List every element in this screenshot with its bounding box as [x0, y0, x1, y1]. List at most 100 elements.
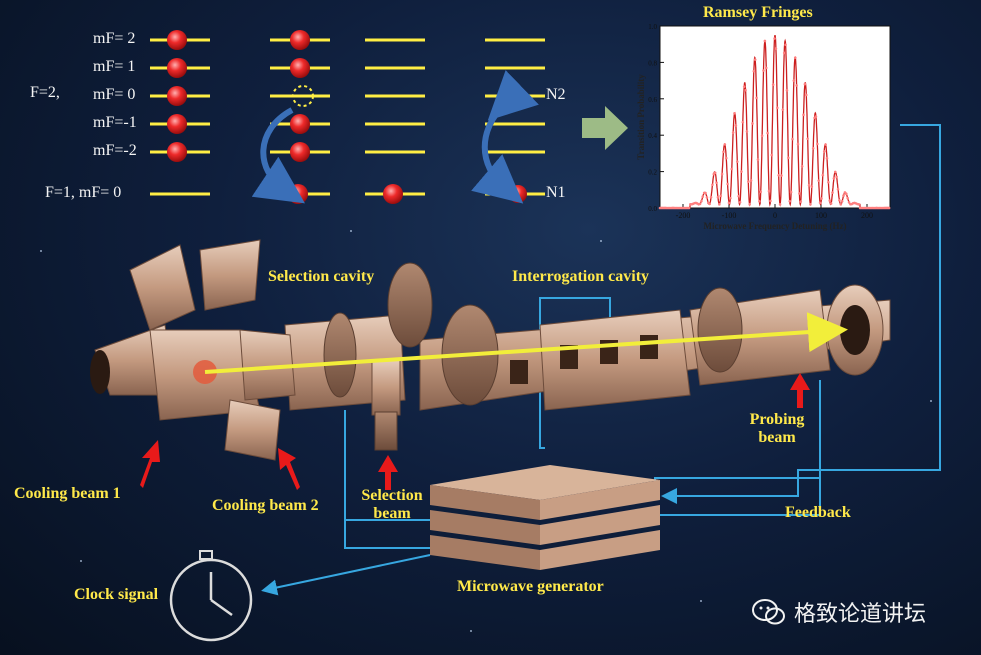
atom [167, 58, 187, 78]
data-point [790, 191, 793, 194]
data-point [765, 67, 768, 70]
data-point [788, 200, 791, 203]
data-point [769, 200, 772, 203]
data-point [717, 196, 720, 199]
data-point [799, 200, 802, 203]
data-point [732, 131, 735, 134]
atom [167, 30, 187, 50]
data-point [735, 124, 738, 127]
probing-beam-label: Probing beam [742, 411, 812, 447]
data-point [816, 143, 819, 146]
data-point [795, 84, 798, 87]
data-point [748, 203, 751, 206]
data-point [809, 203, 812, 206]
atom [167, 114, 187, 134]
column-3-levels [365, 40, 425, 204]
data-point [783, 52, 786, 55]
data-point [794, 56, 797, 59]
beam-arrows [140, 373, 810, 490]
atom [167, 86, 187, 106]
data-point [768, 190, 771, 193]
data-point [857, 203, 860, 206]
microwave-generator-box [430, 465, 660, 570]
data-point [757, 158, 760, 161]
column-4-levels [485, 40, 545, 203]
data-point [823, 150, 826, 153]
data-point [724, 143, 727, 146]
selection-beam-label: Selection beam [352, 487, 432, 523]
clock-signal-label: Clock signal [74, 586, 158, 604]
data-point [805, 94, 808, 97]
data-point [828, 199, 831, 202]
data-point [700, 200, 703, 203]
x-tick-label: 0 [773, 211, 777, 220]
y-tick-label: 0.6 [648, 96, 657, 104]
data-point [845, 193, 848, 196]
data-point [773, 37, 776, 40]
selection-cavity-label: Selection cavity [268, 268, 374, 286]
watermark: 格致论道讲坛 [752, 596, 926, 628]
transition-arrow [485, 104, 505, 188]
transition-arrow [263, 110, 292, 190]
arrow-right-icon [582, 106, 628, 150]
data-point [820, 197, 823, 200]
x-tick-label: -100 [722, 211, 737, 220]
data-point [791, 138, 794, 141]
data-point [802, 114, 805, 117]
data-point [737, 195, 740, 198]
data-point [776, 107, 779, 110]
data-point [726, 183, 729, 186]
column-1-levels [150, 30, 210, 194]
cooling-beam-2-label: Cooling beam 2 [212, 497, 319, 515]
x-tick-label: 100 [815, 211, 827, 220]
y-tick-label: 0.4 [648, 132, 657, 140]
star [470, 630, 472, 632]
data-point [812, 147, 815, 150]
data-point [706, 196, 709, 199]
data-point [743, 85, 746, 88]
data-point [762, 69, 765, 72]
data-point [837, 188, 840, 191]
plot-area [660, 26, 890, 208]
feedback-label: Feedback [785, 504, 851, 522]
y-tick-label: 0.2 [648, 169, 657, 177]
data-point [688, 207, 691, 210]
data-point [742, 121, 745, 124]
data-point [817, 179, 820, 182]
data-point [786, 89, 789, 92]
data-point [721, 173, 724, 176]
x-axis-label: Microwave Frequency Detuning (Hz) [704, 221, 847, 231]
data-point [793, 79, 796, 82]
data-point [839, 203, 842, 206]
data-point [842, 194, 845, 197]
data-point [808, 184, 811, 187]
y-axis-label: Transition Probability [636, 74, 646, 160]
data-point [779, 203, 782, 206]
data-point [699, 203, 702, 206]
data-point [733, 112, 736, 115]
data-point [715, 181, 718, 184]
data-point [730, 168, 733, 171]
data-point [824, 143, 827, 146]
column-2-levels [263, 30, 330, 204]
chart-title: Ramsey Fringes [703, 4, 813, 22]
data-point [754, 58, 757, 61]
data-point [826, 157, 829, 160]
data-point [747, 180, 750, 183]
cooling-beam-1-label: Cooling beam 1 [14, 485, 121, 503]
data-point [740, 170, 743, 173]
data-point [806, 137, 809, 140]
selection-cavity [285, 263, 432, 450]
star [350, 230, 352, 232]
data-point [772, 83, 775, 86]
data-point [719, 195, 722, 198]
star [80, 560, 82, 562]
data-point [775, 47, 778, 50]
data-point [777, 174, 780, 177]
clock-icon [171, 551, 251, 640]
data-point [798, 192, 801, 195]
x-tick-label: -200 [676, 211, 691, 220]
star [700, 600, 702, 602]
data-point [704, 192, 707, 195]
